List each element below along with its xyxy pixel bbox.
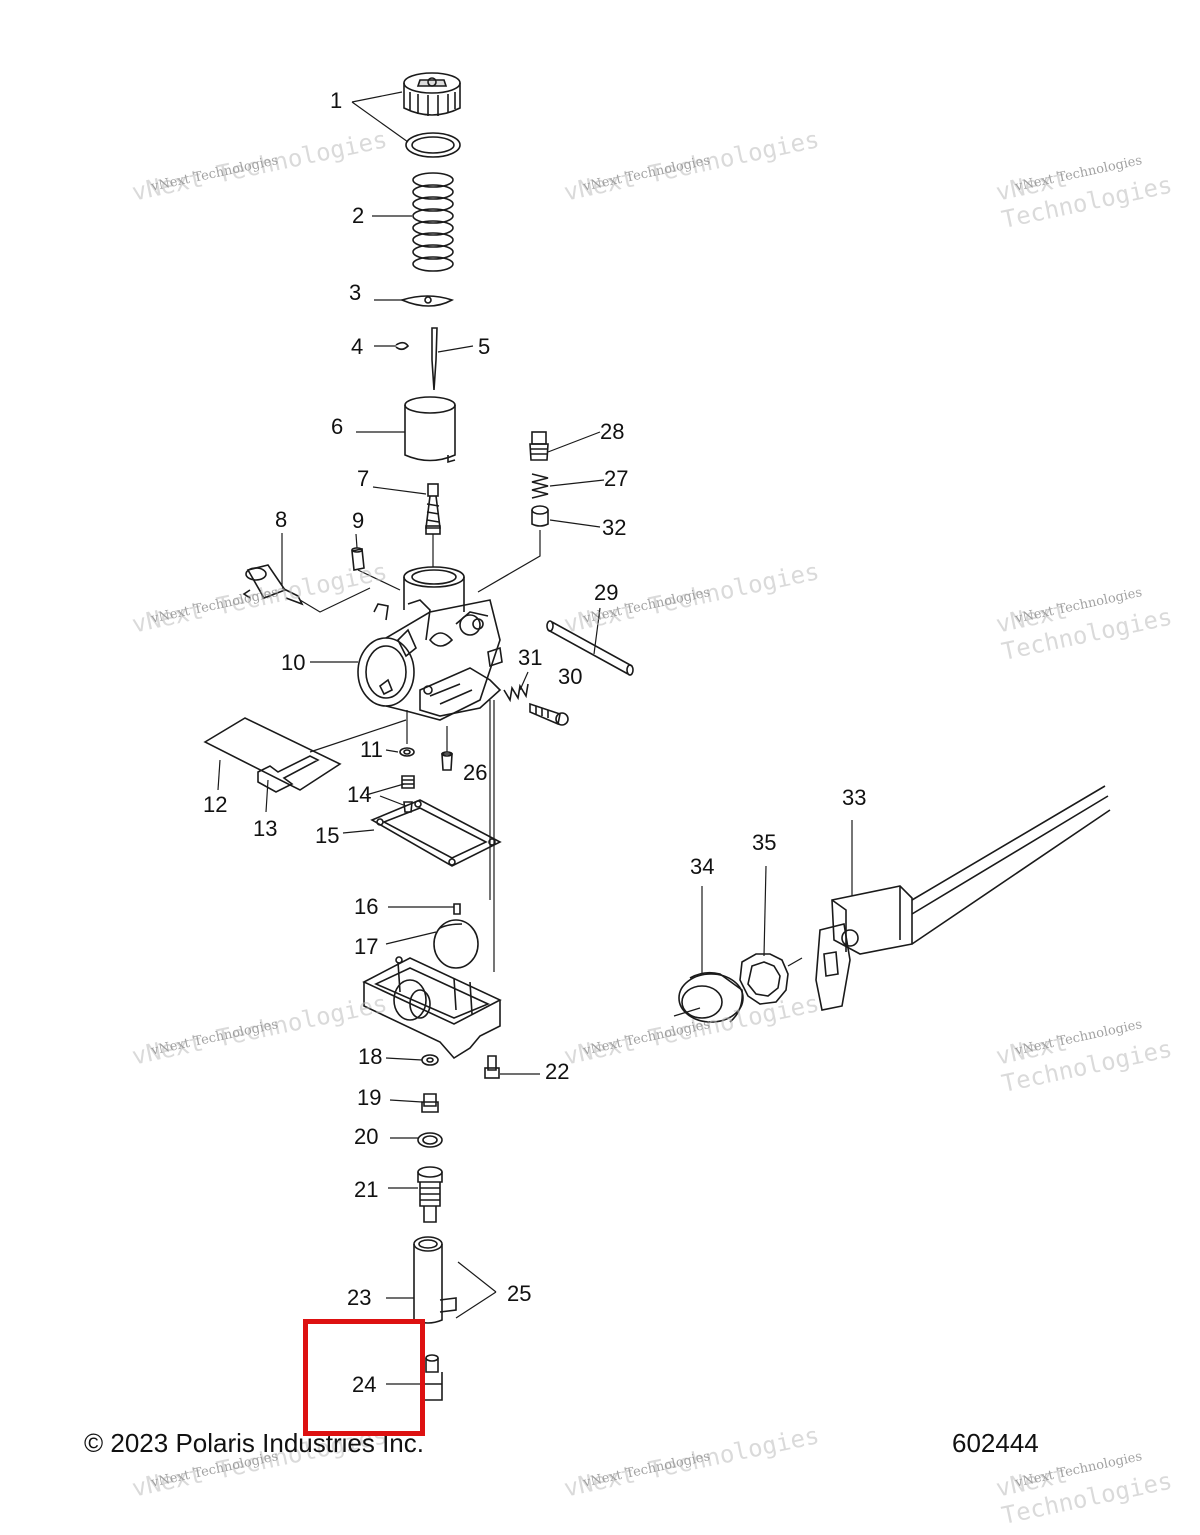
callout-7[interactable]: 7 (357, 466, 370, 491)
drawing-number: 602444 (952, 1428, 1039, 1458)
callout-11[interactable]: 11 (360, 737, 383, 762)
part-27-spring (531, 473, 549, 499)
part-11-washer (399, 747, 415, 757)
callout-33[interactable]: 33 (842, 785, 867, 810)
callout-23[interactable]: 23 (347, 1285, 372, 1310)
callout-34[interactable]: 34 (690, 854, 715, 879)
part-20-oring (417, 1132, 443, 1148)
part-35-lock-washer (739, 953, 789, 1005)
part-31-spring (503, 683, 529, 703)
highlight-box (303, 1319, 425, 1436)
part-12-plate (203, 717, 342, 791)
part-15-gasket (370, 799, 502, 867)
callout-24[interactable]: 24 (352, 1372, 377, 1397)
part-33-choke-lever (815, 785, 1111, 1011)
callout-6[interactable]: 6 (331, 414, 344, 439)
part-26-jet (441, 751, 453, 771)
callout-12[interactable]: 12 (203, 792, 228, 817)
callout-16[interactable]: 16 (354, 894, 379, 919)
callout-9[interactable]: 9 (352, 508, 365, 533)
callout-27[interactable]: 27 (604, 466, 629, 491)
part-22-screw (484, 1055, 500, 1079)
part-7-screw (425, 483, 441, 535)
float-bowl (362, 956, 502, 1060)
callout-35[interactable]: 35 (752, 830, 777, 855)
part-28-fitting (529, 431, 549, 461)
part-19-drain-plug (421, 1093, 439, 1113)
part-29-tube (546, 620, 634, 676)
callout-13[interactable]: 13 (253, 816, 278, 841)
part-10-carb-body (357, 566, 503, 721)
callout-25[interactable]: 25 (507, 1281, 532, 1306)
callout-10[interactable]: 10 (281, 650, 306, 675)
callout-17[interactable]: 17 (354, 934, 379, 959)
callout-26[interactable]: 26 (463, 760, 488, 785)
callout-5[interactable]: 5 (478, 334, 491, 359)
callout-4[interactable]: 4 (351, 334, 364, 359)
callout-3[interactable]: 3 (349, 280, 362, 305)
part-30-screw (529, 702, 569, 726)
part-18-washer (421, 1054, 439, 1066)
leader-lines (217, 91, 853, 1385)
callout-18[interactable]: 18 (358, 1044, 383, 1069)
callout-1[interactable]: 1 (330, 88, 343, 113)
part-3-plate (399, 295, 454, 307)
callout-30[interactable]: 30 (558, 664, 583, 689)
part-2-spring (412, 172, 454, 272)
part-16-pin (453, 903, 461, 915)
part-23-tube (413, 1236, 457, 1324)
callout-29[interactable]: 29 (594, 580, 619, 605)
callout-32[interactable]: 32 (602, 515, 627, 540)
part-32-plunger (531, 505, 549, 527)
part-5-needle (431, 327, 438, 391)
callout-28[interactable]: 28 (600, 419, 625, 444)
callout-8[interactable]: 8 (275, 507, 288, 532)
callout-22[interactable]: 22 (545, 1059, 570, 1084)
callout-21[interactable]: 21 (354, 1177, 379, 1202)
callout-19[interactable]: 19 (357, 1085, 382, 1110)
part-9-pin (351, 547, 365, 571)
part-4-clip (395, 341, 410, 351)
part-17-float (433, 919, 479, 969)
part-8-fitting (242, 564, 304, 606)
part-6-slide (404, 396, 456, 464)
callout-14[interactable]: 14 (347, 782, 372, 807)
part-34-ring-nut (678, 971, 744, 1023)
part-21-fitting (417, 1166, 443, 1223)
callout-15[interactable]: 15 (315, 823, 340, 848)
part-24-fitting (423, 1354, 443, 1401)
callout-2[interactable]: 2 (352, 203, 365, 228)
callout-31[interactable]: 31 (518, 645, 543, 670)
part-1-top-cap (403, 72, 461, 158)
callout-20[interactable]: 20 (354, 1124, 379, 1149)
